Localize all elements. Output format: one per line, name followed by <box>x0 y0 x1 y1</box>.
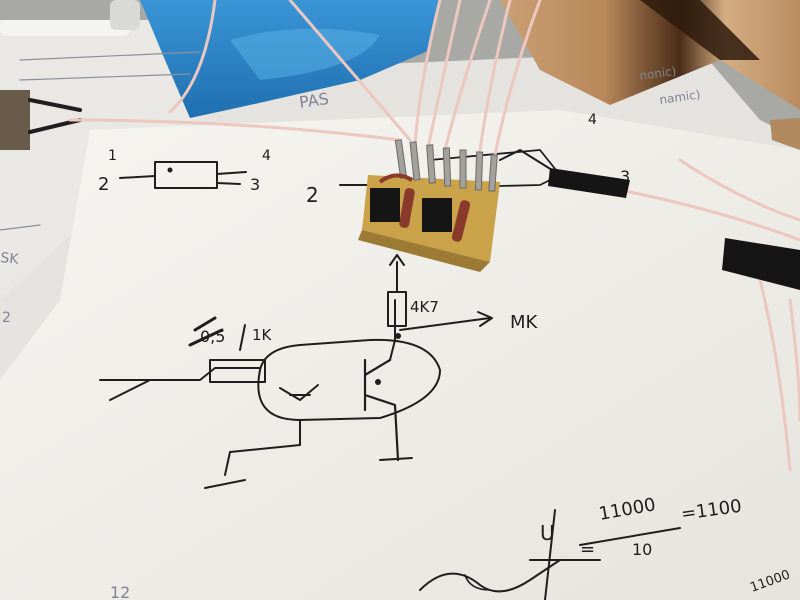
pin-4-label: 4 <box>262 148 271 164</box>
output-label: MK <box>510 312 539 333</box>
resistor-2 <box>451 200 471 242</box>
dupont-connectors <box>548 118 800 290</box>
top-right-text-2: namic) <box>658 87 701 107</box>
resistor-top-label: 4K7 <box>410 298 439 316</box>
left-edge-text-2: 2 <box>2 310 11 326</box>
optocoupler-chip-2 <box>422 198 452 232</box>
left-component <box>0 90 30 150</box>
pas-text: PAS <box>298 89 330 112</box>
pin-3-label: 3 <box>250 175 260 194</box>
resistor-crossed-label: 0,5 <box>200 327 225 346</box>
board-pin-3-label: 3 <box>620 167 630 186</box>
wood-edge <box>640 0 760 60</box>
margin-text: 12 <box>110 583 130 600</box>
resistor-1 <box>399 188 415 228</box>
resistor-left-label: 1K <box>252 326 273 344</box>
calc-rhs: = <box>580 539 595 560</box>
circuit-schematic <box>99 254 493 489</box>
tube-cap <box>110 0 140 30</box>
board-pin-2-label: 2 <box>306 183 319 207</box>
main-sheet <box>0 110 800 600</box>
white-tube <box>0 20 130 36</box>
left-edge-text: SK <box>0 250 20 268</box>
transistor-symbol <box>375 379 381 385</box>
top-right-text: nonic) <box>638 64 677 83</box>
arrow-symbol <box>395 333 401 339</box>
optocoupler-symbol <box>119 161 247 189</box>
blue-bag-highlight <box>230 28 380 81</box>
pin-1-label: 1 <box>108 148 117 164</box>
pcb-board <box>358 139 500 272</box>
optocoupler-chip-1 <box>370 188 400 222</box>
pin-2-label: 2 <box>98 174 109 195</box>
pink-wires <box>68 0 800 472</box>
calc-denominator: 10 <box>632 540 652 559</box>
board-pin-4-label: 4 <box>588 112 597 128</box>
